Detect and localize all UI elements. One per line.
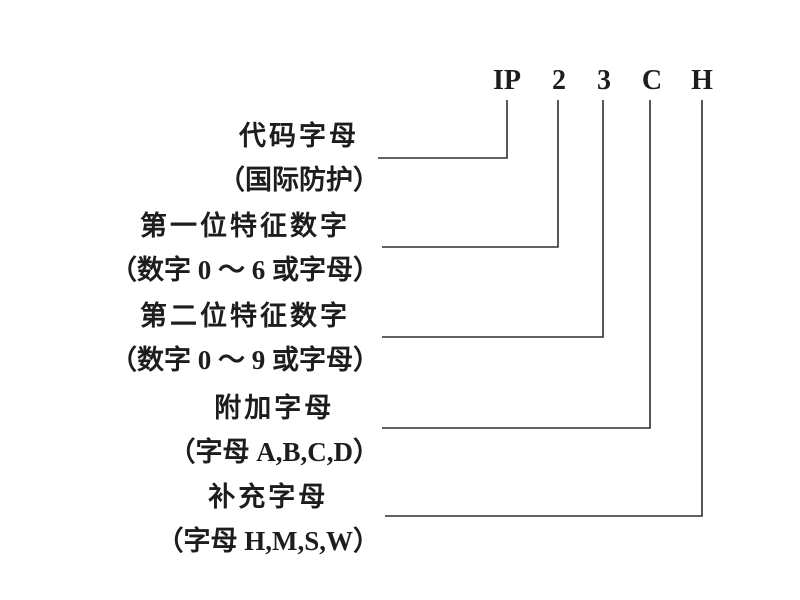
label-row-code-letters: 代码字母 （国际防护） (218, 114, 380, 202)
label-row-second-characteristic-digit: 第二位特征数字 （数字 0 ～ 9 或字母） (110, 294, 380, 382)
connector-line-ip (378, 100, 508, 159)
label-title: 附加字母 (214, 393, 335, 423)
code-part-second-digit: 3 (597, 65, 611, 96)
code-part-supplementary-letter: H (691, 65, 713, 96)
connector-line-first-digit (382, 100, 559, 248)
connector-line-supplementary-letter (385, 100, 703, 517)
label-subtitle: （字母 H,M,S,W） (156, 526, 380, 556)
label-title: 第二位特征数字 (140, 301, 350, 331)
label-row-additional-letter: 附加字母 （字母 A,B,C,D） (168, 386, 380, 474)
connector-line-additional-letter (382, 100, 651, 429)
label-row-supplementary-letter: 补充字母 （字母 H,M,S,W） (156, 475, 380, 563)
label-title: 代码字母 (239, 121, 359, 151)
label-subtitle: （字母 A,B,C,D） (168, 437, 380, 467)
label-row-first-characteristic-digit: 第一位特征数字 （数字 0 ～ 6 或字母） (110, 204, 380, 292)
connector-line-second-digit (382, 100, 604, 338)
code-part-additional-letter: C (641, 65, 663, 96)
label-subtitle: （国际防护） (218, 165, 380, 195)
code-part-first-digit: 2 (552, 65, 566, 96)
code-part-ip: IP (493, 65, 521, 96)
label-title: 补充字母 (208, 482, 329, 512)
label-subtitle: （数字 0 ～ 9 或字母） (110, 345, 380, 375)
label-subtitle: （数字 0 ～ 6 或字母） (110, 255, 380, 285)
label-title: 第一位特征数字 (140, 211, 350, 241)
